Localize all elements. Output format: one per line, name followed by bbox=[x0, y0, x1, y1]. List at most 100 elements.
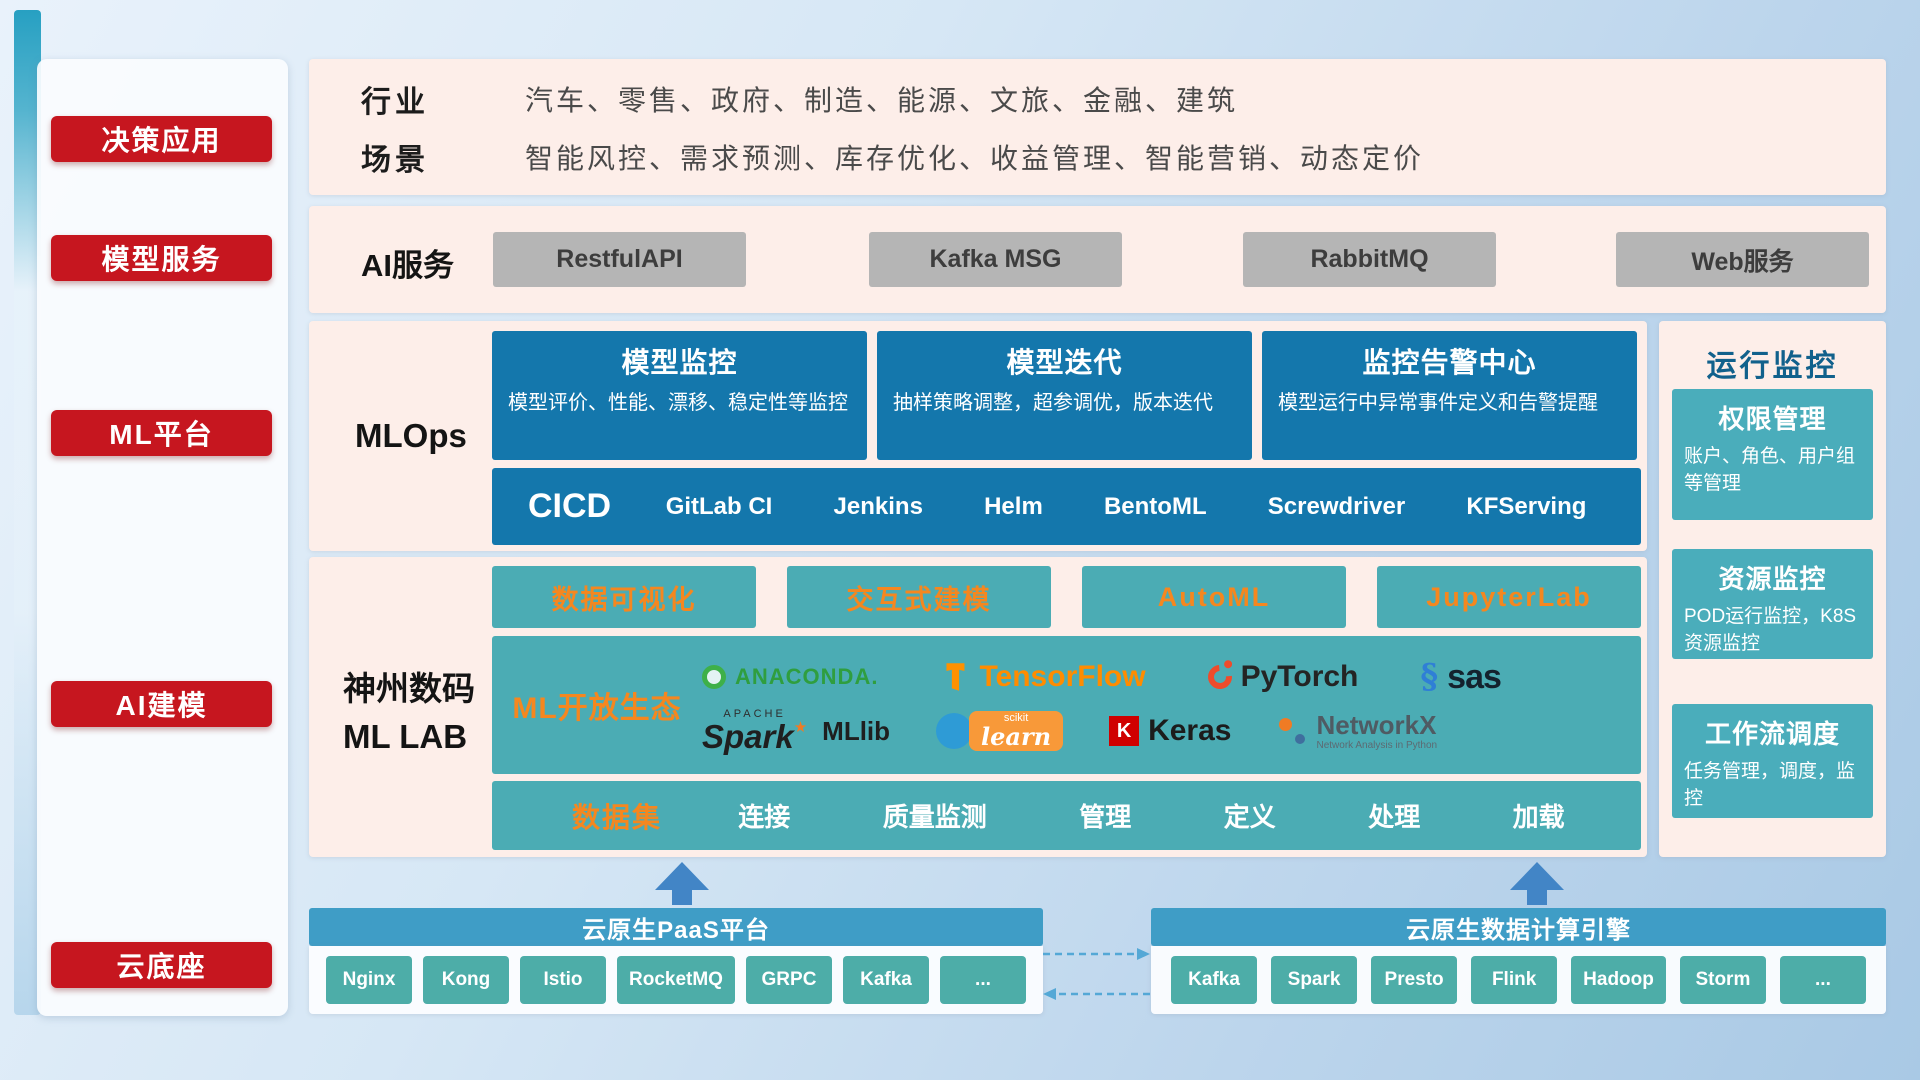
mllab-band: 神州数码 ML LAB 数据可视化 交互式建模 AutoML JupyterLa… bbox=[309, 557, 1647, 857]
logo-row-2: APACHE Spark MLlib scikit learn K bbox=[702, 708, 1641, 754]
paas-kong: Kong bbox=[423, 956, 509, 1004]
ml-ecosystem-label: ML开放生态 bbox=[512, 692, 682, 725]
learn-label: learn bbox=[981, 722, 1052, 752]
paas-kafka: Kafka bbox=[842, 956, 929, 1004]
dataset-title: 数据集 bbox=[572, 801, 663, 833]
service-web: Web服务 bbox=[1616, 232, 1869, 287]
scenario-label: 场景 bbox=[361, 144, 429, 177]
ml-ecosystem-box: ML开放生态 ANACONDA. TensorFlow PyTorch bbox=[492, 636, 1641, 774]
paas-rocketmq: RocketMQ bbox=[617, 956, 735, 1004]
card-resource-monitor: 资源监控 POD运行监控，K8S资源监控 bbox=[1672, 549, 1873, 659]
anaconda-icon bbox=[702, 665, 726, 689]
tool-jupyterlab: JupyterLab bbox=[1377, 566, 1641, 628]
card-title: 监控告警中心 bbox=[1362, 347, 1537, 378]
card-permission-mgmt: 权限管理 账户、角色、用户组等管理 bbox=[1672, 389, 1873, 520]
networkx-logo: NetworkX Network Analysis in Python bbox=[1277, 711, 1437, 751]
scikit-learn-icon bbox=[936, 712, 973, 749]
dataset-connect: 连接 bbox=[738, 802, 791, 832]
dataset-manage: 管理 bbox=[1079, 802, 1132, 832]
left-decor-ribbon bbox=[14, 10, 41, 1015]
industry-row: 行业 汽车、零售、政府、制造、能源、文旅、金融、建筑 bbox=[361, 77, 1238, 121]
tensorflow-label: TensorFlow bbox=[979, 660, 1146, 693]
mlops-label: MLOps bbox=[355, 417, 467, 454]
sidebar bbox=[37, 59, 288, 1016]
tensorflow-icon bbox=[946, 663, 965, 691]
cicd-items: GitLab CI Jenkins Helm BentoML Screwdriv… bbox=[635, 493, 1617, 521]
dataset-process: 处理 bbox=[1368, 802, 1421, 832]
card-desc: 账户、角色、用户组等管理 bbox=[1684, 446, 1856, 494]
cicd-helm: Helm bbox=[984, 492, 1043, 520]
ai-service-band: AI服务 RestfulAPI Kafka MSG RabbitMQ Web服务 bbox=[309, 206, 1886, 313]
engine-hadoop: Hadoop bbox=[1571, 956, 1666, 1004]
sidebar-item-decision-apps: 决策应用 bbox=[51, 116, 272, 162]
sas-icon bbox=[1420, 657, 1438, 697]
service-restfulapi: RestfulAPI bbox=[493, 232, 746, 287]
card-desc: 任务管理，调度，监控 bbox=[1684, 761, 1856, 809]
card-title: 资源监控 bbox=[1718, 564, 1827, 594]
cicd-jenkins: Jenkins bbox=[833, 492, 923, 520]
mlops-band: MLOps 模型监控 模型评价、性能、漂移、稳定性等监控 模型迭代 抽样策略调整… bbox=[309, 321, 1647, 551]
up-arrow-icon bbox=[655, 862, 709, 905]
scikit-learn-logo: scikit learn bbox=[936, 710, 1064, 752]
sas-logo: sas bbox=[1420, 657, 1502, 697]
networkx-text-block: NetworkX Network Analysis in Python bbox=[1316, 711, 1437, 751]
scikit-learn-badge: scikit learn bbox=[969, 710, 1064, 752]
card-desc: POD运行监控，K8S资源监控 bbox=[1684, 606, 1857, 654]
paas-grpc: GRPC bbox=[745, 956, 832, 1004]
card-desc: 模型评价、性能、漂移、稳定性等监控 bbox=[508, 392, 848, 414]
engine-flink: Flink bbox=[1471, 956, 1558, 1004]
mllab-label-line1: 神州数码 bbox=[343, 670, 475, 707]
bidirectional-dashed-arrows-icon bbox=[1043, 948, 1150, 1000]
networkx-label: NetworkX bbox=[1316, 710, 1437, 741]
networkx-icon bbox=[1277, 716, 1307, 746]
dataset-items: 连接 质量监测 管理 定义 处理 加载 bbox=[692, 797, 1611, 834]
service-kafka-msg: Kafka MSG bbox=[869, 232, 1122, 287]
paas-istio: Istio bbox=[520, 956, 606, 1004]
keras-icon: K bbox=[1109, 716, 1140, 746]
mllab-label: 神州数码 ML LAB bbox=[343, 665, 475, 761]
data-engine-bar: 云原生数据计算引擎 bbox=[1151, 908, 1886, 946]
industry-band: 行业 汽车、零售、政府、制造、能源、文旅、金融、建筑 场景 智能风控、需求预测、… bbox=[309, 59, 1886, 195]
card-desc: 抽样策略调整，超参调优，版本迭代 bbox=[893, 392, 1213, 414]
card-model-monitoring: 模型监控 模型评价、性能、漂移、稳定性等监控 bbox=[492, 331, 867, 460]
pytorch-label: PyTorch bbox=[1240, 660, 1359, 693]
tensorflow-logo: TensorFlow bbox=[940, 660, 1146, 694]
keras-label: Keras bbox=[1148, 714, 1232, 747]
cicd-screwdriver: Screwdriver bbox=[1267, 492, 1406, 520]
spark-mllib-logo: APACHE Spark MLlib bbox=[702, 708, 890, 754]
apache-label: APACHE bbox=[723, 708, 786, 720]
scenario-row: 场景 智能风控、需求预测、库存优化、收益管理、智能营销、动态定价 bbox=[361, 135, 1424, 179]
industry-label: 行业 bbox=[361, 86, 429, 119]
ml-ecosystem-logos: ANACONDA. TensorFlow PyTorch sas bbox=[702, 657, 1641, 753]
data-engine-panel: Kafka Spark Presto Flink Hadoop Storm ..… bbox=[1151, 946, 1886, 1014]
spark-icon: APACHE Spark bbox=[702, 708, 807, 754]
pytorch-icon bbox=[1202, 660, 1237, 694]
scikit-small-label: scikit bbox=[1003, 711, 1029, 724]
cicd-bar: CICD GitLab CI Jenkins Helm BentoML Scre… bbox=[492, 468, 1641, 545]
up-arrow-icon bbox=[1510, 862, 1564, 905]
sidebar-item-cloud-base: 云底座 bbox=[51, 942, 272, 988]
engine-spark: Spark bbox=[1271, 956, 1358, 1004]
tool-interactive-modeling: 交互式建模 bbox=[787, 566, 1051, 628]
cicd-kfserving: KFServing bbox=[1466, 492, 1587, 520]
card-alert-center: 监控告警中心 模型运行中异常事件定义和告警提醒 bbox=[1262, 331, 1637, 460]
spark-label: Spark bbox=[702, 720, 807, 753]
card-title: 模型迭代 bbox=[1006, 347, 1123, 378]
card-title: 权限管理 bbox=[1718, 404, 1827, 434]
dataset-define: 定义 bbox=[1223, 802, 1276, 832]
card-workflow-scheduler: 工作流调度 任务管理，调度，监控 bbox=[1672, 704, 1873, 818]
card-title: 工作流调度 bbox=[1704, 719, 1840, 749]
logo-row-1: ANACONDA. TensorFlow PyTorch sas bbox=[702, 657, 1641, 697]
cicd-title: CICD bbox=[528, 487, 612, 525]
paas-platform-panel: Nginx Kong Istio RocketMQ GRPC Kafka ... bbox=[309, 946, 1043, 1014]
service-rabbitmq: RabbitMQ bbox=[1243, 232, 1496, 287]
card-title: 模型监控 bbox=[621, 347, 738, 378]
keras-logo: K Keras bbox=[1109, 714, 1231, 748]
cicd-bentoml: BentoML bbox=[1103, 492, 1207, 520]
sidebar-item-ml-platform: ML平台 bbox=[51, 410, 272, 456]
pytorch-logo: PyTorch bbox=[1202, 660, 1359, 694]
runtime-monitor-column: 运行监控 权限管理 账户、角色、用户组等管理 资源监控 POD运行监控，K8S资… bbox=[1659, 321, 1886, 857]
card-model-iteration: 模型迭代 抽样策略调整，超参调优，版本迭代 bbox=[877, 331, 1252, 460]
sidebar-item-model-service: 模型服务 bbox=[51, 235, 272, 281]
